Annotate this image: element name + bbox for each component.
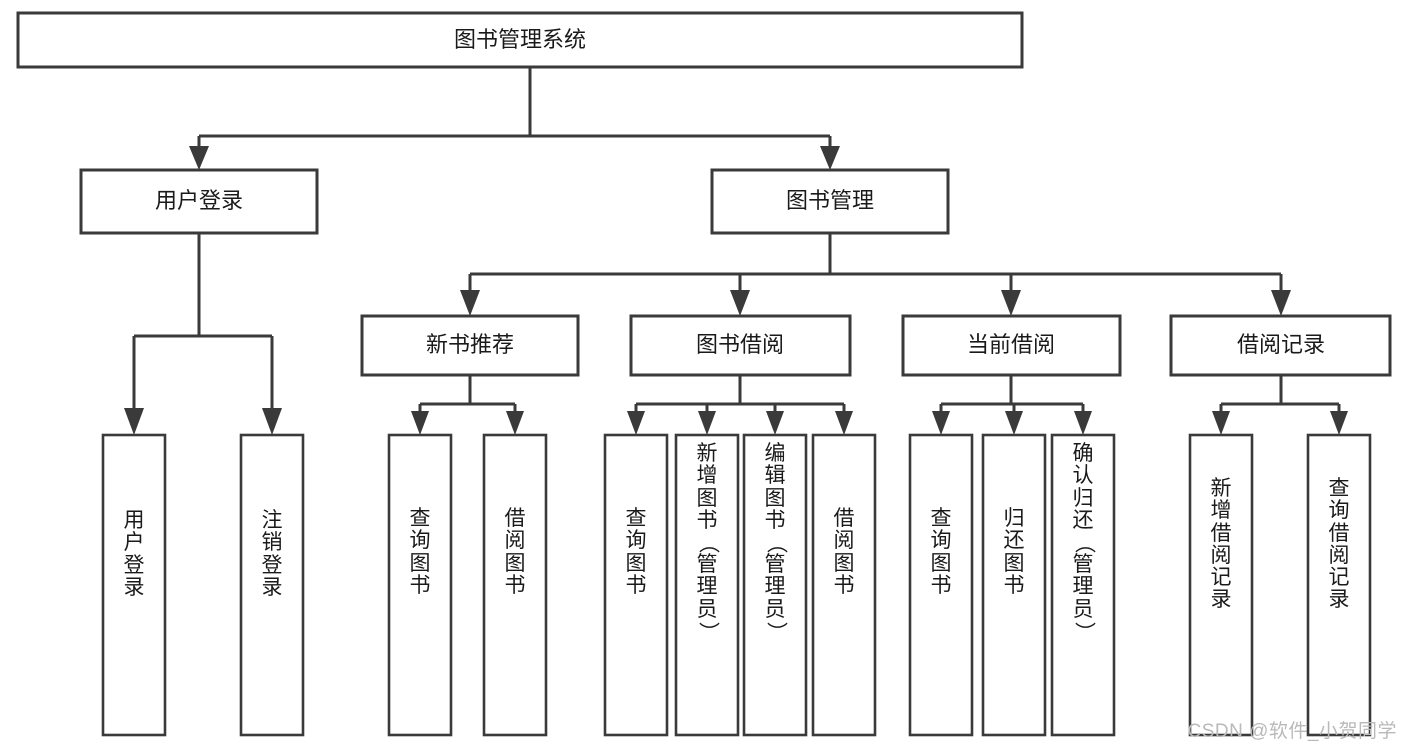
node-box-current-borrow[interactable]: [901, 314, 1122, 377]
node-box-leaf-add-borrow-record[interactable]: [1188, 433, 1254, 737]
node-box-leaf-query-book-bor[interactable]: [603, 433, 669, 737]
csdn-watermark: CSDN @软件_小贺同学: [1187, 721, 1397, 742]
arrow-head-leaf-add-book-admin: [698, 411, 716, 435]
arrow-head-current-borrow: [1001, 290, 1021, 316]
node-box-leaf-add-book-admin[interactable]: [674, 433, 740, 737]
node-box-user-login[interactable]: [79, 168, 319, 235]
node-box-root[interactable]: [16, 11, 1024, 69]
label-root: 图书管理系统: [454, 27, 586, 52]
arrow-head-book-manage: [820, 146, 840, 170]
label-current-borrow: 当前借阅: [967, 332, 1055, 357]
arrow-head-leaf-borrow-book-rec: [506, 411, 524, 435]
node-box-leaf-return-book[interactable]: [981, 433, 1047, 737]
label-new-book-recommend: 新书推荐: [426, 332, 514, 357]
node-box-leaf-borrow-book-rec[interactable]: [482, 433, 548, 737]
arrow-head-leaf-confirm-return-admin: [1074, 411, 1092, 435]
node-box-leaf-query-book-cur[interactable]: [908, 433, 974, 737]
label-book-manage: 图书管理: [786, 188, 874, 213]
arrow-head-leaf-query-borrow-record: [1330, 411, 1348, 435]
node-box-borrow-record[interactable]: [1169, 314, 1392, 377]
connectors-group: [124, 67, 1348, 435]
node-box-leaf-confirm-return-admin[interactable]: [1050, 433, 1116, 737]
arrow-head-leaf-add-borrow-record: [1212, 411, 1230, 435]
arrow-head-new-book-recommend: [460, 290, 480, 316]
node-box-leaf-query-book-rec[interactable]: [387, 433, 453, 737]
node-box-leaf-edit-book-admin[interactable]: [742, 433, 808, 737]
node-box-book-manage[interactable]: [710, 168, 950, 235]
arrow-head-leaf-user-login: [124, 408, 144, 435]
node-box-leaf-borrow-book-bor[interactable]: [811, 433, 877, 737]
arrow-head-leaf-query-book-cur: [932, 411, 950, 435]
label-user-login: 用户登录: [155, 188, 243, 213]
label-book-borrow: 图书借阅: [696, 332, 784, 357]
label-borrow-record: 借阅记录: [1237, 332, 1325, 357]
arrow-head-borrow-record: [1271, 290, 1291, 316]
node-box-new-book-recommend[interactable]: [360, 314, 580, 377]
arrow-head-leaf-query-book-bor: [627, 411, 645, 435]
arrow-head-user-login: [189, 146, 209, 170]
node-box-leaf-query-borrow-record[interactable]: [1306, 433, 1372, 737]
arrow-head-leaf-query-book-rec: [411, 411, 429, 435]
arrow-head-book-borrow: [730, 290, 750, 316]
boxes-group: [16, 11, 1392, 737]
arrow-head-leaf-return-book: [1005, 411, 1023, 435]
node-box-book-borrow[interactable]: [629, 314, 852, 377]
node-box-leaf-logout-login[interactable]: [239, 433, 305, 737]
arrow-head-leaf-logout-login: [262, 408, 282, 435]
arrow-head-leaf-edit-book-admin: [766, 411, 784, 435]
labels-group: 图书管理系统 用户登录 图书管理 新书推荐 图书借阅 当前借阅 借阅记录: [155, 27, 1325, 357]
node-box-leaf-user-login[interactable]: [101, 433, 167, 737]
arrow-head-leaf-borrow-book-bor: [835, 411, 853, 435]
